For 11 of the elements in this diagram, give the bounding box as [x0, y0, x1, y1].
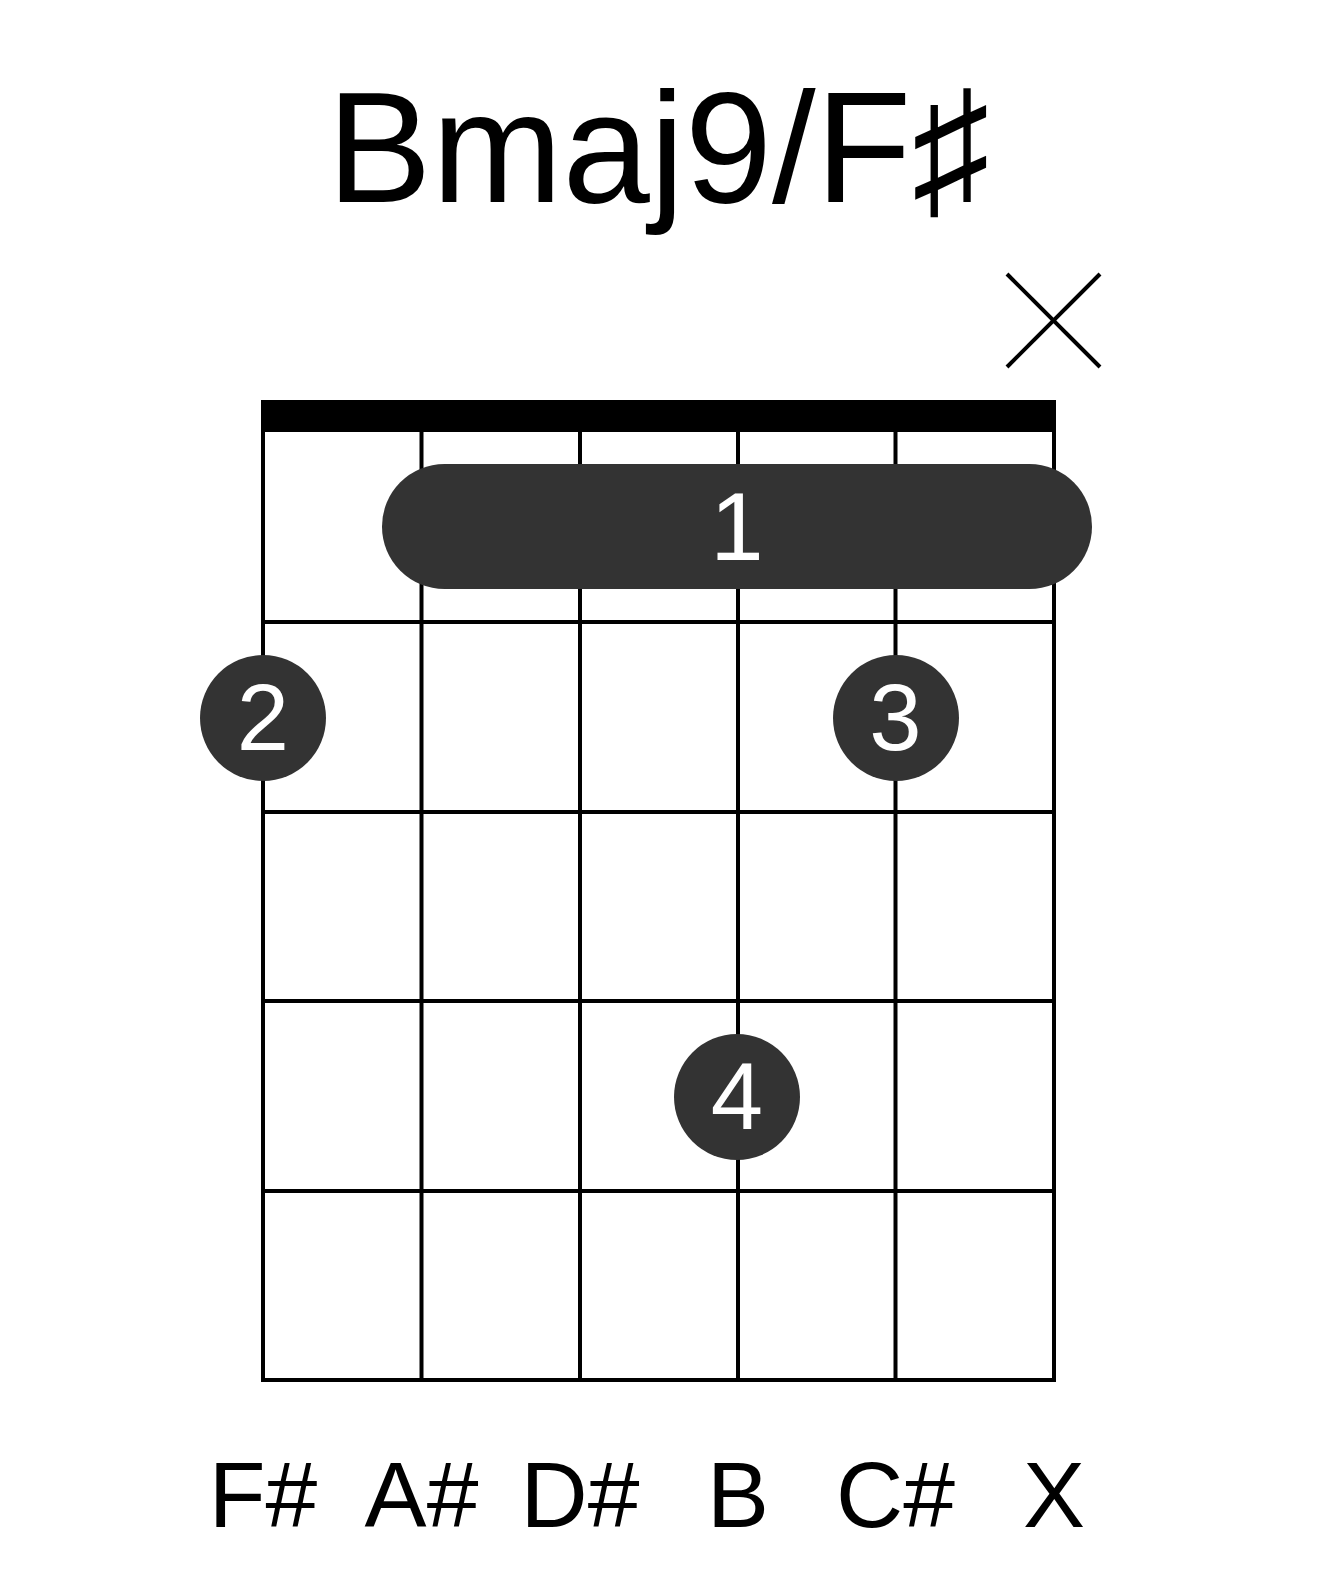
finger-dot: 4 [674, 1034, 800, 1160]
chord-title: Bmaj9/F♯ [326, 59, 991, 237]
muted-string-label: X [1023, 1449, 1085, 1542]
note-name: D# [520, 1449, 640, 1542]
note-name: A# [364, 1449, 479, 1542]
finger-dot: 2 [200, 655, 326, 781]
barre-bar: 1 [382, 464, 1092, 589]
finger-dot: 3 [832, 655, 959, 781]
note-name: F# [208, 1449, 318, 1542]
note-name: B [707, 1449, 769, 1542]
note-name: C# [836, 1449, 955, 1542]
